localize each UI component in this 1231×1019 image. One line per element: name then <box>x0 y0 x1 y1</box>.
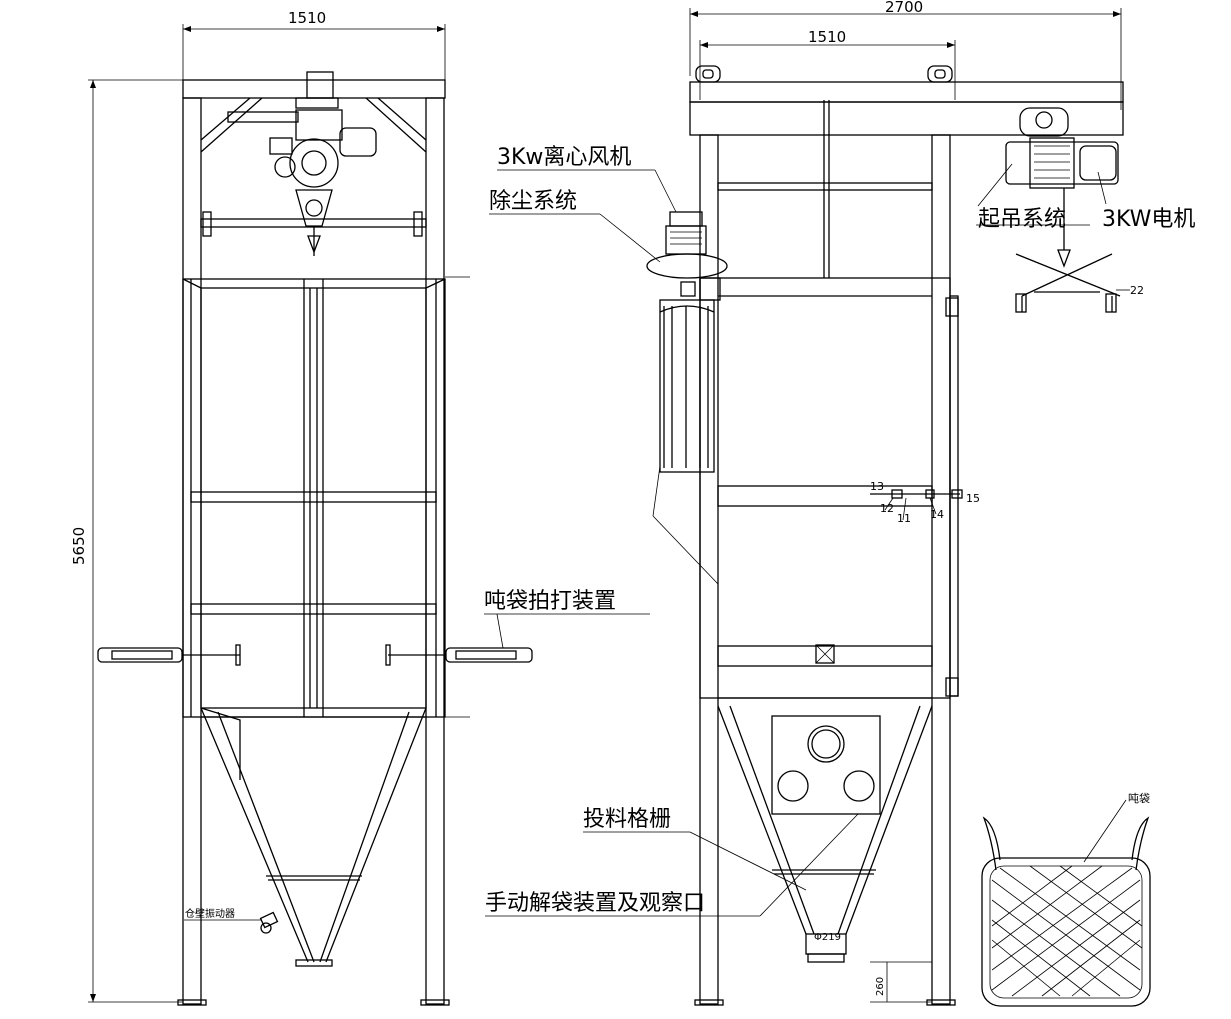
left-width-label: 1510 <box>288 9 326 27</box>
right-inner-width-label: 1510 <box>808 28 846 46</box>
ton-bag-mesh <box>991 865 1143 997</box>
size-219-label: Φ219 <box>814 932 841 943</box>
wall-vibrator-label: 仓壁振动器 <box>185 907 235 920</box>
manual-unpacking-label: 手动解袋装置及观察口 <box>485 891 705 916</box>
left-hoist-mechanism <box>227 71 377 256</box>
right-hoist-trolley: 22 <box>1005 107 1144 313</box>
dust-removal-label: 除尘系统 <box>489 189 577 214</box>
right-hopper: Φ219 <box>717 697 933 963</box>
part-14-label: 14 <box>930 508 944 521</box>
fan-label: 3Kw离心风机 <box>497 145 631 170</box>
left-hopper <box>200 707 427 967</box>
part-15-label: 15 <box>966 492 980 505</box>
ton-bag: 吨袋 <box>981 791 1151 1007</box>
height-dimension: 5650 <box>70 79 183 1003</box>
ton-bag-label: 吨袋 <box>1128 791 1150 805</box>
part-12-label: 12 <box>880 502 894 515</box>
left-beating-device-right <box>385 644 533 666</box>
left-beating-device-left <box>97 644 241 666</box>
part-22-label: 22 <box>1130 284 1144 297</box>
left-view: 1510 5650 <box>70 9 650 1006</box>
hoisting-system-label: 起吊系统 <box>978 207 1066 232</box>
right-inner-width-dimension: 1510 <box>699 28 956 100</box>
leg-height-label: 260 <box>875 977 886 996</box>
bag-beating-label: 吨袋拍打装置 <box>484 589 616 614</box>
feeding-grate-label: 投料格栅 <box>583 807 671 832</box>
right-total-width-label: 2700 <box>885 0 923 16</box>
height-label: 5650 <box>70 527 88 565</box>
motor-label: 3KW电机 <box>1102 207 1195 232</box>
right-view: 2700 1510 <box>485 0 1195 1006</box>
right-total-width-dimension: 2700 <box>689 0 1122 110</box>
part-13-label: 13 <box>870 480 884 493</box>
dust-removal-unit <box>646 211 728 473</box>
part-assembly: 13 12 11 14 15 <box>870 480 980 525</box>
left-width-dimension: 1510 <box>182 9 446 80</box>
part-11-label: 11 <box>897 512 911 525</box>
